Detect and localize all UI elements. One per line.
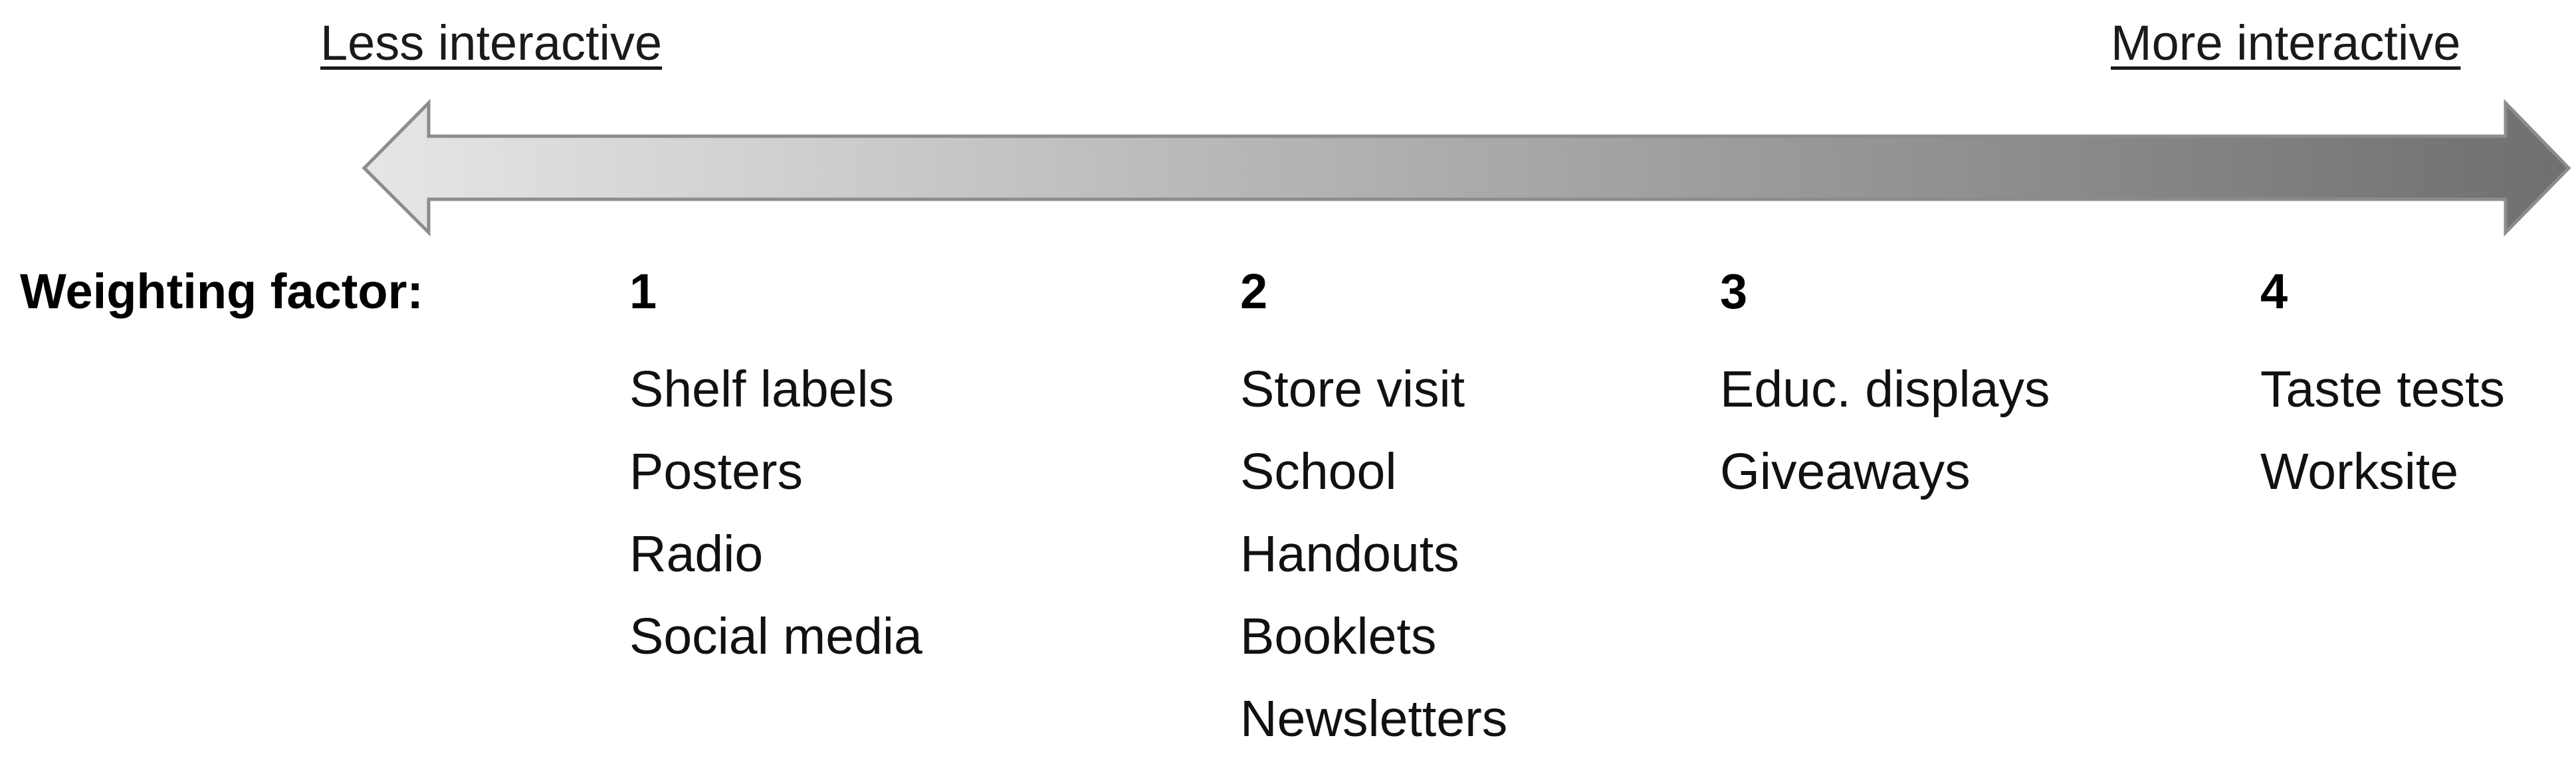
- channel-item: Store visit: [1240, 361, 1465, 418]
- channel-item: Radio: [629, 525, 764, 583]
- channel-item: School: [1240, 443, 1397, 500]
- channel-item: Taste tests: [2260, 361, 2506, 418]
- channel-item: Posters: [629, 443, 804, 500]
- channel-item: Social media: [629, 608, 922, 665]
- interactivity-arrow: [362, 98, 2571, 237]
- channel-item: Handouts: [1240, 525, 1459, 583]
- less-interactive-label: Less interactive: [320, 15, 663, 70]
- channel-item: Newsletters: [1240, 690, 1508, 747]
- weighting-factor-number: 1: [629, 264, 657, 319]
- weighting-level-4: 4 Taste tests Worksite: [2260, 267, 2505, 513]
- weighting-factor-number: 3: [1720, 264, 1748, 319]
- weighting-factor-number: 2: [1240, 264, 1268, 319]
- channel-item: Educ. displays: [1720, 361, 2050, 418]
- weighting-level-3: 3 Educ. displays Giveaways: [1720, 267, 2050, 513]
- channel-item: Shelf labels: [629, 361, 895, 418]
- weighting-level-1: 1 Shelf labels Posters Radio Social medi…: [629, 267, 922, 678]
- weighting-factor-label: Weighting factor:: [20, 264, 424, 319]
- more-interactive-label: More interactive: [2111, 15, 2461, 70]
- channel-item: Worksite: [2260, 443, 2459, 500]
- weighting-level-2: 2 Store visit School Handouts Booklets N…: [1240, 267, 1507, 760]
- channel-item: Giveaways: [1720, 443, 1971, 500]
- double-headed-arrow-shape: [362, 98, 2571, 237]
- channel-item: Booklets: [1240, 608, 1437, 665]
- weighting-factor-number: 4: [2260, 264, 2288, 319]
